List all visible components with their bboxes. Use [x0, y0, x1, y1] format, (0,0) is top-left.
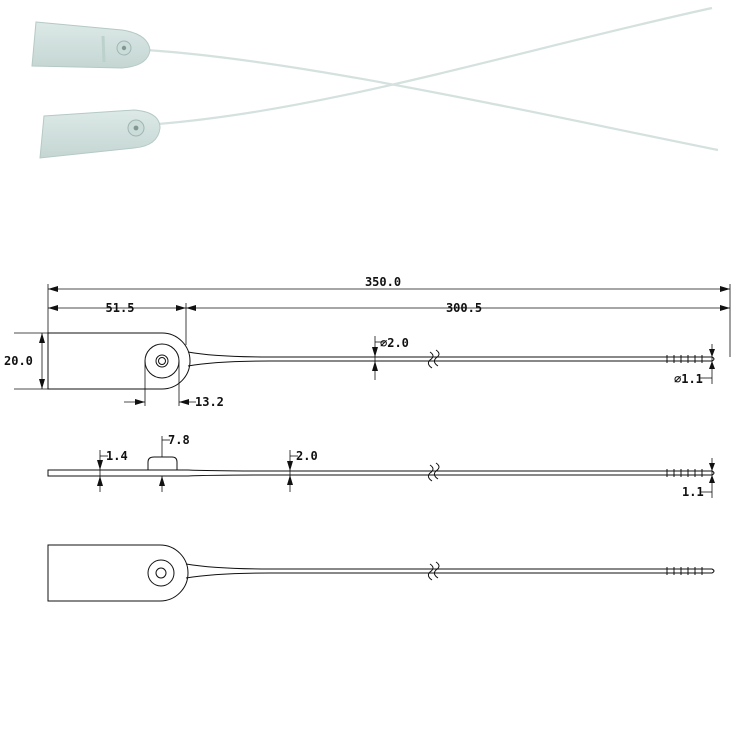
bottom-view-cable [185, 563, 715, 579]
top-view-break-symbol [427, 349, 440, 369]
boss-width-label: 7.8 [168, 433, 190, 447]
side-view-break-symbol [427, 462, 440, 482]
tip-diameter-label: ⌀1.1 [674, 372, 703, 386]
top-view: 350.0 51.5 300.5 20.0 13.2 ⌀2.0 [4, 275, 731, 409]
seal-photo [31, 6, 719, 159]
lower-seal-tag [39, 109, 161, 159]
bottom-view-tag-outline [47, 544, 189, 602]
bottom-view-hole-inner [155, 567, 167, 579]
hole-offset-label: 13.2 [195, 395, 224, 409]
top-view-serrations [666, 355, 703, 363]
side-view-strip [47, 456, 715, 477]
top-view-hole-outer [144, 343, 180, 379]
tip-thickness-label: 1.1 [682, 485, 704, 499]
cable-thickness-label: 2.0 [296, 449, 318, 463]
top-view-tag-outline [47, 332, 191, 390]
side-view-serrations [666, 469, 703, 477]
cable-diameter-label: ⌀2.0 [380, 336, 409, 350]
top-view-cable [187, 351, 715, 367]
bottom-view-serrations [666, 567, 703, 575]
tag-height-label: 20.0 [4, 354, 33, 368]
lower-cable [157, 6, 713, 126]
tail-length-label: 300.5 [446, 301, 482, 315]
top-view-hole-inner [155, 354, 169, 368]
upper-cable [145, 48, 719, 152]
tag-thickness-label: 1.4 [106, 449, 128, 463]
bottom-view-hole-outer [147, 559, 175, 587]
bottom-view [47, 544, 715, 602]
side-view: 1.4 7.8 2.0 1.1 [47, 433, 715, 499]
upper-seal-tag [31, 21, 151, 69]
tag-length-label: 51.5 [106, 301, 135, 315]
bottom-view-break-symbol [427, 561, 440, 581]
overall-length-label: 350.0 [365, 275, 401, 289]
